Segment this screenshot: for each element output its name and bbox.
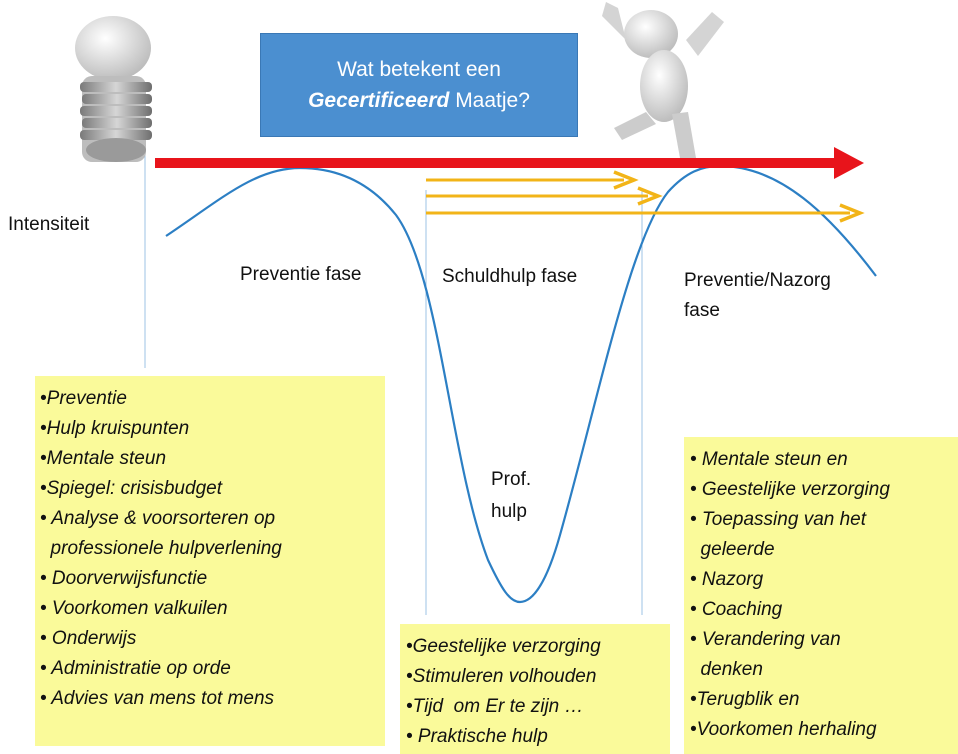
note-item: professionele hulpverlening: [40, 538, 282, 559]
phase-label-aftercare: Preventie/Nazorg fase: [684, 266, 831, 326]
title-line-2: Gecertificeerd Maatje?: [261, 85, 577, 116]
y-axis-label: Intensiteit: [8, 214, 90, 235]
title-box: Wat betekent een Gecertificeerd Maatje?: [260, 33, 578, 137]
note-item: • Mentale steun en: [690, 449, 848, 470]
yellow-arrow-2: [426, 186, 663, 206]
yellow-arrow-1: [426, 170, 639, 190]
note-item: •Tijd om Er te zijn …: [406, 696, 584, 717]
yellow-arrow-3: [426, 203, 865, 223]
note-item: •Preventie: [40, 388, 127, 409]
note-item: • Nazorg: [690, 569, 764, 590]
note-item: • Analyse & voorsorteren op: [40, 508, 276, 529]
note-item: •Voorkomen herhaling: [690, 719, 877, 740]
note-item: geleerde: [690, 539, 775, 560]
prof-help-line1: Prof.: [491, 469, 532, 490]
red-arrow: [155, 147, 864, 179]
jumping-person-icon: [602, 2, 724, 158]
note-item: •Terugblik en: [690, 689, 800, 710]
note-box-debt-help: •Geestelijke verzorging •Stimuleren volho…: [400, 624, 670, 754]
note-item: • Toepassing van het: [690, 509, 867, 530]
note-item: •Mentale steun: [40, 448, 167, 469]
note-item: • Verandering van: [690, 629, 841, 650]
title-rest: Maatje?: [455, 89, 530, 112]
note-item: •Geestelijke verzorging: [406, 636, 601, 657]
note-list-debt-help: •Geestelijke verzorging •Stimuleren volho…: [406, 632, 670, 752]
note-item: • Administratie op orde: [40, 658, 231, 679]
note-item: • Coaching: [690, 599, 783, 620]
phase-label-debt-help: Schuldhulp fase: [442, 266, 578, 287]
note-item: • Doorverwijsfunctie: [40, 568, 208, 589]
note-item: •Spiegel: crisisbudget: [40, 478, 222, 499]
title-emphasis: Gecertificeerd: [308, 89, 450, 112]
note-item: •Hulp kruispunten: [40, 418, 190, 439]
note-list-aftercare: • Mentale steun en • Geestelijke verzorgi…: [690, 445, 958, 745]
note-box-prevention: •Preventie •Hulp kruispunten •Mentale steu…: [35, 376, 385, 746]
note-list-prevention: •Preventie •Hulp kruispunten •Mentale steu…: [40, 384, 385, 714]
note-item: • Geestelijke verzorging: [690, 479, 890, 500]
phase-label-aftercare-line2: fase: [684, 300, 720, 321]
note-item: denken: [690, 659, 763, 680]
note-box-aftercare: • Mentale steun en • Geestelijke verzorgi…: [684, 437, 958, 754]
note-item: • Advies van mens tot mens: [40, 688, 275, 709]
note-item: • Onderwijs: [40, 628, 137, 649]
worried-person-icon: [75, 16, 152, 162]
prof-help-line2: hulp: [491, 501, 527, 522]
note-item: • Voorkomen valkuilen: [40, 598, 228, 619]
note-item: •Stimuleren volhouden: [406, 666, 597, 687]
phase-label-prevention: Preventie fase: [240, 264, 362, 285]
prof-help-label: Prof. hulp: [491, 464, 531, 528]
phase-label-aftercare-line1: Preventie/Nazorg: [684, 270, 831, 291]
note-item: • Praktische hulp: [406, 726, 548, 747]
title-line-1: Wat betekent een: [337, 58, 501, 81]
